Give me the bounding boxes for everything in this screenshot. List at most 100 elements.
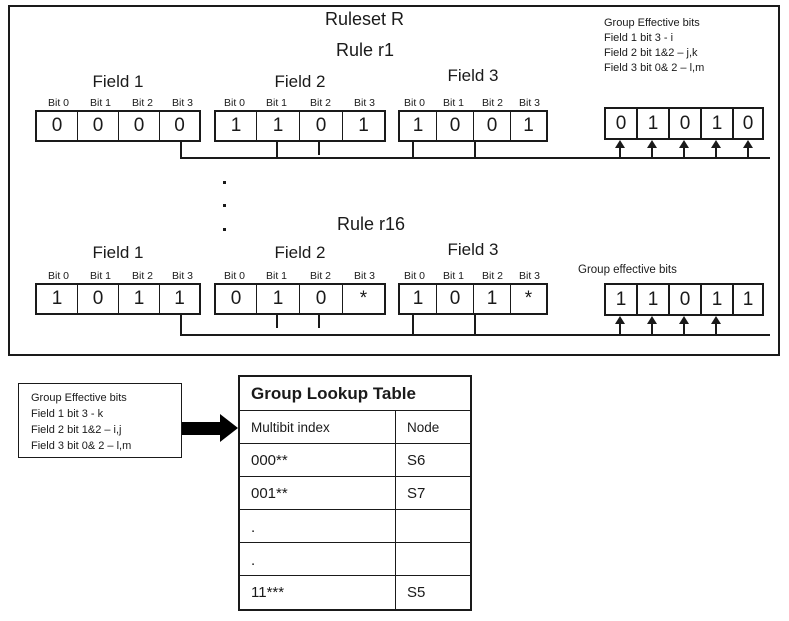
- rule1-field3-bit1-label: Bit 1: [442, 97, 464, 109]
- rule16-field1-bit1-label: Bit 1: [89, 270, 111, 282]
- bit-cell: 1: [343, 112, 384, 140]
- rule16-field2-bits: 0 1 0 *: [214, 283, 386, 315]
- block-arrow-head-icon: [220, 414, 238, 442]
- connector-r16-f2b1: [276, 315, 278, 328]
- connector-r1-f3b0: [412, 142, 414, 159]
- arrow-head-r16-4: [711, 316, 721, 324]
- cell-multibit-index: 11***: [240, 576, 396, 609]
- group-bit-cell: 1: [702, 285, 734, 314]
- rule1-field1-bit2-label: Bit 2: [131, 97, 153, 109]
- rule16-field3-bit1-label: Bit 1: [442, 270, 464, 282]
- group-bit-cell: 1: [638, 109, 670, 138]
- arrow-stem-r16-2: [651, 324, 653, 334]
- connector-r16-f2b2: [318, 315, 320, 328]
- rule1-field1-label: Field 1: [92, 72, 144, 91]
- bit-cell: 1: [216, 112, 258, 140]
- rule-r16-title: Rule r16: [337, 214, 406, 234]
- cell-multibit-index: .: [240, 543, 396, 575]
- arrow-head-r1-1: [615, 140, 625, 148]
- rule1-group-effective-bits: 0 1 0 1 0: [604, 107, 764, 140]
- arrow-stem-r1-2: [651, 148, 653, 158]
- ellipsis-dot: [223, 204, 226, 207]
- bit-cell: 1: [119, 285, 160, 313]
- rule16-field2-bit3-label: Bit 3: [353, 270, 375, 282]
- group-bit-cell: 0: [670, 109, 702, 138]
- connector-r1-f2b1-drop: [276, 142, 278, 158]
- group-effective-bits-field3-r1: Field 3 bit 0& 2 – l,m: [604, 62, 705, 74]
- rule1-field2-bit2-label: Bit 2: [309, 97, 331, 109]
- ruleset-title: Ruleset R: [325, 9, 405, 29]
- arrow-head-r1-2: [647, 140, 657, 148]
- arrow-head-r16-1: [615, 316, 625, 324]
- block-arrow-shaft: [182, 422, 220, 435]
- connector-bus-r1: [180, 157, 770, 159]
- rule1-field2-bits: 1 1 0 1: [214, 110, 386, 142]
- rule16-field2-bit1-label: Bit 1: [265, 270, 287, 282]
- arrow-stem-r1-3: [683, 148, 685, 158]
- rule1-field1-bit0-label: Bit 0: [47, 97, 69, 109]
- bit-cell: 1: [400, 112, 437, 140]
- bit-cell: *: [511, 285, 547, 313]
- arrow-stem-r1-4: [715, 148, 717, 158]
- group-effective-bits-heading-r1: Group Effective bits: [604, 17, 700, 29]
- rule1-field1-bit1-label: Bit 1: [89, 97, 111, 109]
- table-row: 11*** S5: [240, 576, 470, 609]
- bit-cell: 1: [511, 112, 547, 140]
- bit-cell: 0: [160, 112, 200, 140]
- arrow-head-r1-4: [711, 140, 721, 148]
- bit-cell: 0: [78, 112, 119, 140]
- bottom-legend-field2: Field 2 bit 1&2 – i,j: [31, 424, 122, 436]
- group-lookup-table: Group Lookup Table Multibit index Node 0…: [238, 375, 472, 611]
- arrow-head-r16-3: [679, 316, 689, 324]
- connector-r16-f3b2: [474, 315, 476, 336]
- bottom-group-effective-bits-box: [18, 383, 182, 458]
- column-header-multibit-index: Multibit index: [240, 411, 396, 443]
- rule16-field2-bit0-label: Bit 0: [223, 270, 245, 282]
- rule16-field3-bits: 1 0 1 *: [398, 283, 548, 315]
- bit-cell: 1: [160, 285, 200, 313]
- rule1-field3-bit0-label: Bit 0: [403, 97, 425, 109]
- bit-cell: 0: [300, 112, 343, 140]
- rule16-field3-bit2-label: Bit 2: [481, 270, 503, 282]
- bit-cell: 0: [37, 112, 78, 140]
- arrow-stem-r16-4: [715, 324, 717, 334]
- connector-r1-f1b3: [180, 142, 182, 159]
- arrow-head-r1-3: [679, 140, 689, 148]
- bit-cell: 0: [119, 112, 160, 140]
- group-bit-cell: 1: [606, 285, 638, 314]
- rule16-field3-bit0-label: Bit 0: [403, 270, 425, 282]
- bottom-legend-field1: Field 1 bit 3 - k: [31, 408, 104, 420]
- ellipsis-dot: [223, 181, 226, 184]
- group-effective-bits-field1-r1: Field 1 bit 3 - i: [604, 32, 674, 44]
- cell-node: S5: [407, 584, 426, 601]
- rule1-field2-bit0-label: Bit 0: [223, 97, 245, 109]
- ellipsis-dot: [223, 228, 226, 231]
- bit-cell: 1: [474, 285, 511, 313]
- arrow-stem-r1-1: [619, 148, 621, 158]
- group-effective-bits-field2-r1: Field 2 bit 1&2 – j,k: [604, 47, 698, 59]
- connector-bus-r16: [180, 334, 770, 336]
- rule16-field1-bit0-label: Bit 0: [47, 270, 69, 282]
- rule1-field2-label: Field 2: [274, 72, 326, 91]
- rule16-field3-label: Field 3: [447, 240, 499, 259]
- rule1-field3-bit3-label: Bit 3: [518, 97, 540, 109]
- bit-cell: 1: [257, 112, 301, 140]
- group-bit-cell: 0: [670, 285, 702, 314]
- bit-cell: 0: [78, 285, 119, 313]
- bit-cell: 0: [437, 285, 474, 313]
- rule16-field2-label: Field 2: [274, 243, 326, 262]
- rule16-field3-bit3-label: Bit 3: [518, 270, 540, 282]
- connector-r16-f1b3: [180, 315, 182, 336]
- rule16-field1-label: Field 1: [92, 243, 144, 262]
- lookup-table-title: Group Lookup Table: [240, 377, 470, 411]
- table-row: .: [240, 510, 470, 543]
- rule16-field1-bits: 1 0 1 1: [35, 283, 201, 315]
- cell-multibit-index: 000**: [240, 444, 396, 476]
- rule16-group-effective-caption: Group effective bits: [578, 264, 677, 276]
- rule16-field2-bit2-label: Bit 2: [309, 270, 331, 282]
- rule16-field1-bit2-label: Bit 2: [131, 270, 153, 282]
- bit-cell: 1: [257, 285, 301, 313]
- bit-cell: 0: [437, 112, 474, 140]
- arrow-head-r16-2: [647, 316, 657, 324]
- connector-r16-f3b0: [412, 315, 414, 336]
